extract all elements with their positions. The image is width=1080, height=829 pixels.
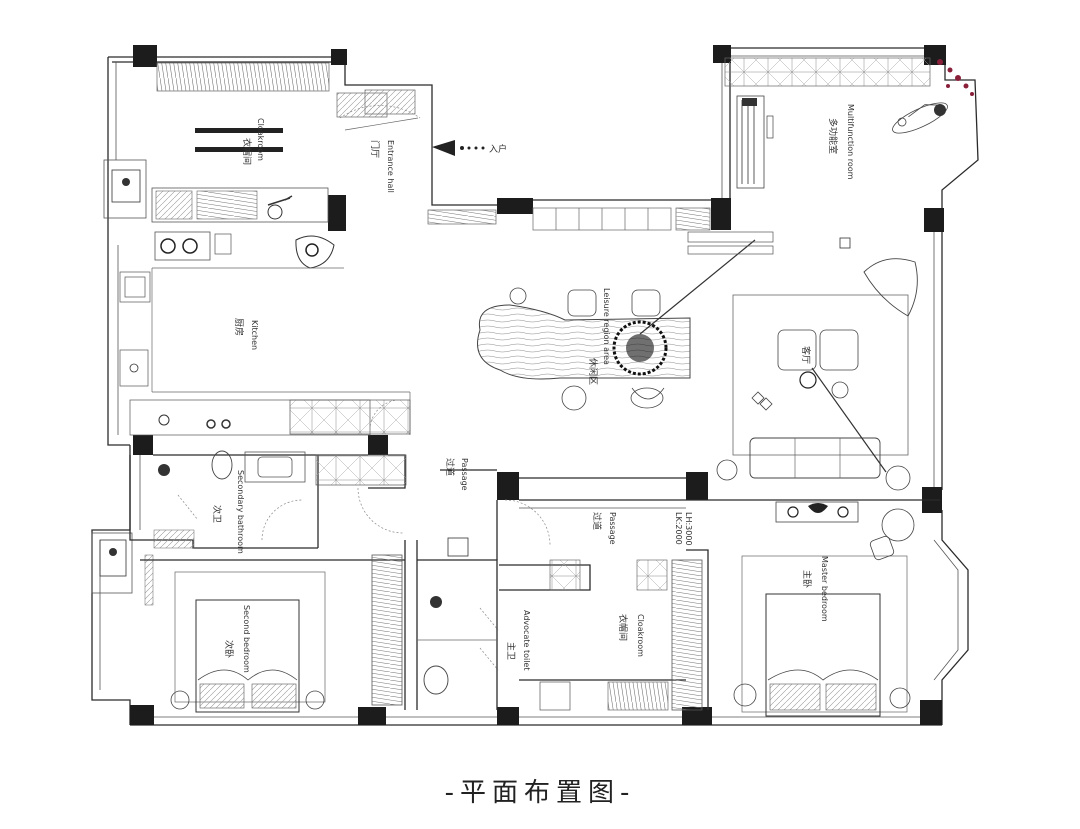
- kitchen-zh: 厨房: [233, 318, 245, 336]
- wardrobes: [315, 454, 703, 711]
- cloakroom-bottom-en: Cloakroom: [636, 614, 645, 657]
- leisure-area: [477, 231, 774, 411]
- left-balconies: [91, 159, 154, 606]
- secondary-bath-en: Secondary bathroom: [236, 470, 245, 554]
- multifunction-room: [724, 57, 974, 189]
- living-zh: 客厅: [800, 346, 812, 364]
- passage-left-zh: 过道: [444, 458, 456, 476]
- passage-left-en: Passage: [460, 458, 469, 491]
- cloakroom-bottom-zh: 衣帽间: [617, 614, 629, 641]
- multifunction-zh: 多功能室: [827, 118, 839, 154]
- master-toilet: [417, 537, 499, 695]
- room-labels: 衣帽间 Cloakroom 门厅 Entrance hall 多功能室 Mult…: [211, 104, 855, 673]
- storage-strip: [427, 207, 711, 231]
- master-bedroom: [733, 501, 915, 717]
- cloakroom-top-en: Cloakroom: [256, 118, 265, 161]
- entry-label: 入户: [489, 143, 507, 155]
- multifunction-en: Multifunction room: [846, 104, 855, 180]
- leisure-en: Leisure region area: [602, 288, 611, 365]
- master-bedroom-zh: 主卧: [801, 570, 813, 588]
- cloakroom-top-zh: 衣帽间: [241, 138, 253, 165]
- cloakroom-top: [156, 62, 421, 152]
- master-toilet-zh: 主卫: [505, 642, 517, 660]
- entrance-hall-zh: 门厅: [369, 140, 381, 158]
- leisure-zh: 休闲区: [587, 358, 599, 385]
- plan-caption: -平面布置图-: [444, 778, 636, 808]
- outer-walls: [91, 47, 979, 726]
- lh-label: LH:3000: [684, 512, 693, 546]
- door-swings: [357, 399, 551, 546]
- master-toilet-en: Advocate toilet: [522, 610, 531, 670]
- second-bedroom-zh: 次卧: [223, 640, 235, 658]
- kitchen-en: Kitchen: [250, 320, 259, 350]
- second-bedroom-en: Second bedroom: [242, 605, 251, 673]
- second-bedroom: [170, 571, 326, 713]
- lk-label: LK:2000: [674, 512, 683, 545]
- passage-right-en: Passage: [608, 512, 617, 545]
- kitchen: [119, 187, 411, 436]
- structural-columns: [130, 45, 946, 725]
- passage-right-zh: 过道: [591, 512, 603, 530]
- living-room: [716, 237, 918, 491]
- secondary-bathroom: [153, 450, 306, 549]
- master-bedroom-en: Master bedroom: [820, 556, 829, 622]
- entry-arrow: [432, 140, 485, 156]
- entrance-hall-en: Entrance hall: [386, 140, 395, 193]
- secondary-bath-zh: 次卫: [211, 505, 223, 523]
